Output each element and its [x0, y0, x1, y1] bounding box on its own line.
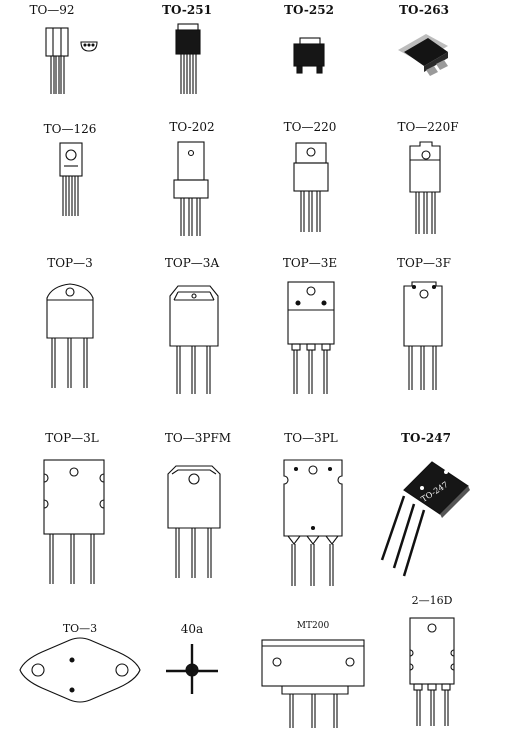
package-2-16d-drawing: [409, 617, 455, 726]
package-to252-drawing: [293, 37, 325, 74]
label-40a: 40a: [181, 622, 203, 636]
label-2-16d: 2—16D: [412, 594, 453, 607]
label-to251: TO-251: [162, 3, 212, 17]
label-top3l: TOP—3L: [45, 431, 99, 445]
label-to263: TO-263: [399, 3, 449, 17]
label-top3f: TOP—3F: [397, 256, 451, 270]
label-mt200: MT200: [297, 621, 330, 631]
package-to263-drawing: [398, 34, 448, 76]
package-to126-drawing: [59, 142, 83, 216]
label-to3: TO—3: [63, 622, 97, 635]
package-top3e-drawing: [287, 281, 335, 394]
package-to202-drawing: [173, 141, 209, 236]
label-top3: TOP—3: [47, 256, 93, 270]
package-to247-drawing: TO-247: [380, 461, 470, 577]
package-40a-drawing: [166, 644, 218, 694]
package-top3l-drawing: [43, 459, 105, 584]
package-top3f-drawing: [403, 281, 443, 390]
package-to92-drawing: [45, 27, 98, 94]
label-to220f: TO—220F: [397, 120, 458, 134]
label-to247: TO-247: [401, 431, 451, 445]
label-to3pfm: TO—3PFM: [165, 431, 231, 445]
label-to252: TO-252: [284, 3, 334, 17]
package-to3-drawing: [19, 637, 141, 703]
label-to126: TO—126: [44, 122, 97, 136]
package-top3a-drawing: [169, 285, 219, 394]
label-to202: TO-202: [169, 120, 214, 134]
label-top3a: TOP—3A: [165, 256, 220, 270]
label-to92: TO—92: [29, 3, 74, 17]
package-to220f-drawing: [409, 141, 441, 234]
package-to3pfm-drawing: [167, 465, 221, 578]
package-to251-drawing: [175, 23, 201, 94]
package-top3-drawing: [46, 283, 94, 388]
label-to220: TO—220: [284, 120, 337, 134]
label-top3e: TOP—3E: [283, 256, 337, 270]
package-mt200-drawing: [261, 639, 365, 728]
label-to3pl: TO—3PL: [284, 431, 338, 445]
package-to220-drawing: [293, 142, 329, 232]
package-to3pl-drawing: [283, 459, 343, 586]
